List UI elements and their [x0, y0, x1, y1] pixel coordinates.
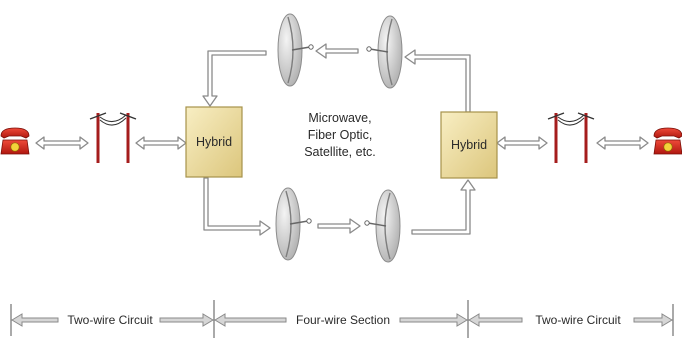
- section-label-two-wire-right: Two-wire Circuit: [535, 313, 621, 327]
- transmission-media-label: Microwave, Fiber Optic, Satellite, etc.: [304, 111, 376, 159]
- dim-arrow-right-1: [159, 313, 214, 327]
- arrow-top-to-left-hybrid: [202, 50, 267, 107]
- arrow-right-hybrid-to-top: [404, 49, 471, 113]
- utility-pole-icon-right: [546, 111, 596, 165]
- media-line-1: Microwave,: [308, 111, 371, 125]
- hybrid-box-right: Hybrid: [440, 111, 498, 179]
- satellite-dish-icon-top-right: [366, 15, 403, 89]
- media-line-2: Fiber Optic,: [308, 128, 373, 142]
- arrow-bottom-middle: [317, 218, 361, 234]
- section-label-two-wire-left: Two-wire Circuit: [67, 313, 153, 327]
- arrow-top-middle: [315, 43, 359, 59]
- four-wire-loop: [202, 43, 476, 236]
- hybrid-box-left: Hybrid: [185, 106, 243, 178]
- satellite-dish-icon-bottom-left: [275, 187, 312, 261]
- arrow-hybrid-to-pole-right: [496, 136, 548, 150]
- hybrid-label-right: Hybrid: [451, 138, 487, 152]
- arrow-phone-to-pole-left: [35, 136, 89, 150]
- dim-arrow-right-2: [399, 313, 468, 327]
- section-label-four-wire: Four-wire Section: [296, 313, 390, 327]
- hybrid-label-left: Hybrid: [196, 135, 232, 149]
- arrow-pole-to-hybrid-left: [135, 136, 187, 150]
- section-dimension-line: Two-wire Circuit Four-wire Section Two-w…: [10, 300, 674, 338]
- satellite-dish-icon-bottom-right: [364, 189, 401, 263]
- dim-arrow-right-3: [633, 313, 673, 327]
- telephone-icon-left: [0, 127, 30, 155]
- arrow-left-hybrid-to-bottom: [203, 177, 271, 236]
- media-line-3: Satellite, etc.: [304, 145, 376, 159]
- arrow-bottom-to-right-hybrid: [411, 179, 476, 235]
- utility-pole-icon-left: [88, 111, 138, 165]
- telephone-icon-right: [653, 127, 682, 155]
- arrow-pole-to-phone-right: [596, 136, 649, 150]
- dim-arrow-left-2: [214, 313, 287, 327]
- satellite-dish-icon-top-left: [277, 13, 314, 87]
- dim-arrow-left-3: [468, 313, 523, 327]
- dim-arrow-left-1: [11, 313, 59, 327]
